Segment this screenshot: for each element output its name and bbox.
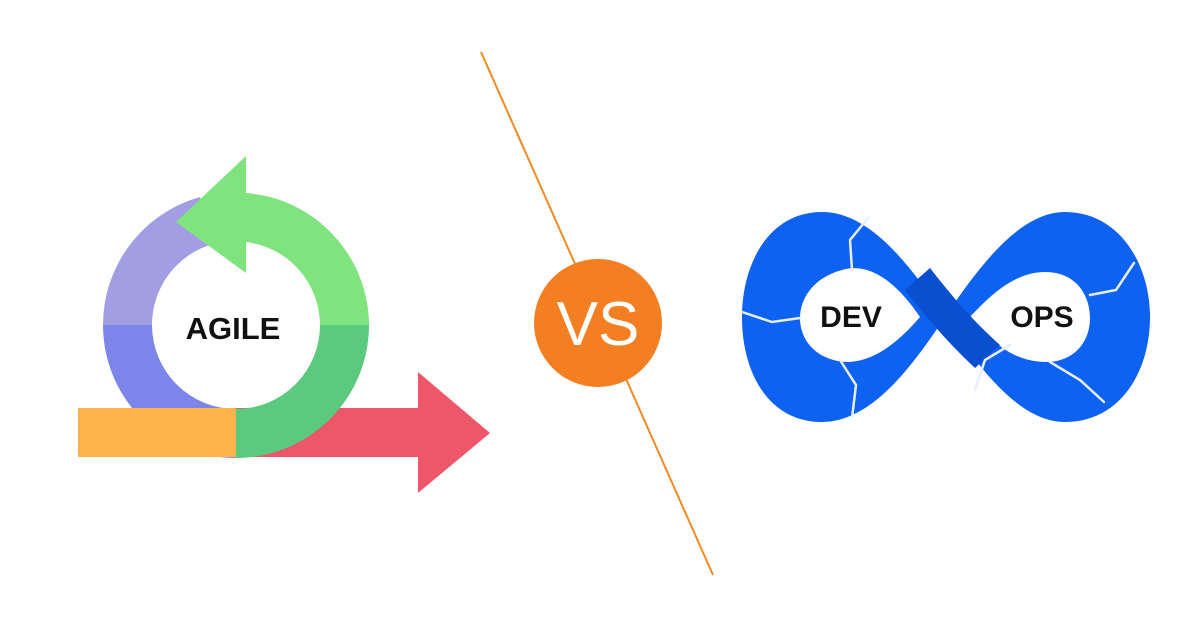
versus-label: VS	[557, 290, 640, 359]
devops-graphic: DEV OPS	[740, 212, 1150, 422]
agile-cycle-arrowhead	[176, 156, 246, 273]
agile-cycle-top-left	[103, 197, 213, 325]
devops-loop-twist	[905, 268, 1000, 368]
agile-cycle-bottom-right	[236, 325, 369, 458]
agile-base-bar	[78, 408, 236, 457]
devops-segment-lines	[740, 216, 1136, 420]
versus-circle	[534, 259, 662, 387]
agile-graphic: AGILE	[78, 156, 490, 493]
agile-forward-arrow	[236, 372, 490, 493]
devops-dev-label: DEV	[820, 301, 882, 334]
agile-cycle-top-right	[246, 193, 369, 325]
devops-ops-label: OPS	[1010, 301, 1073, 334]
agile-label: AGILE	[186, 311, 281, 346]
versus-badge: VS	[534, 259, 662, 387]
